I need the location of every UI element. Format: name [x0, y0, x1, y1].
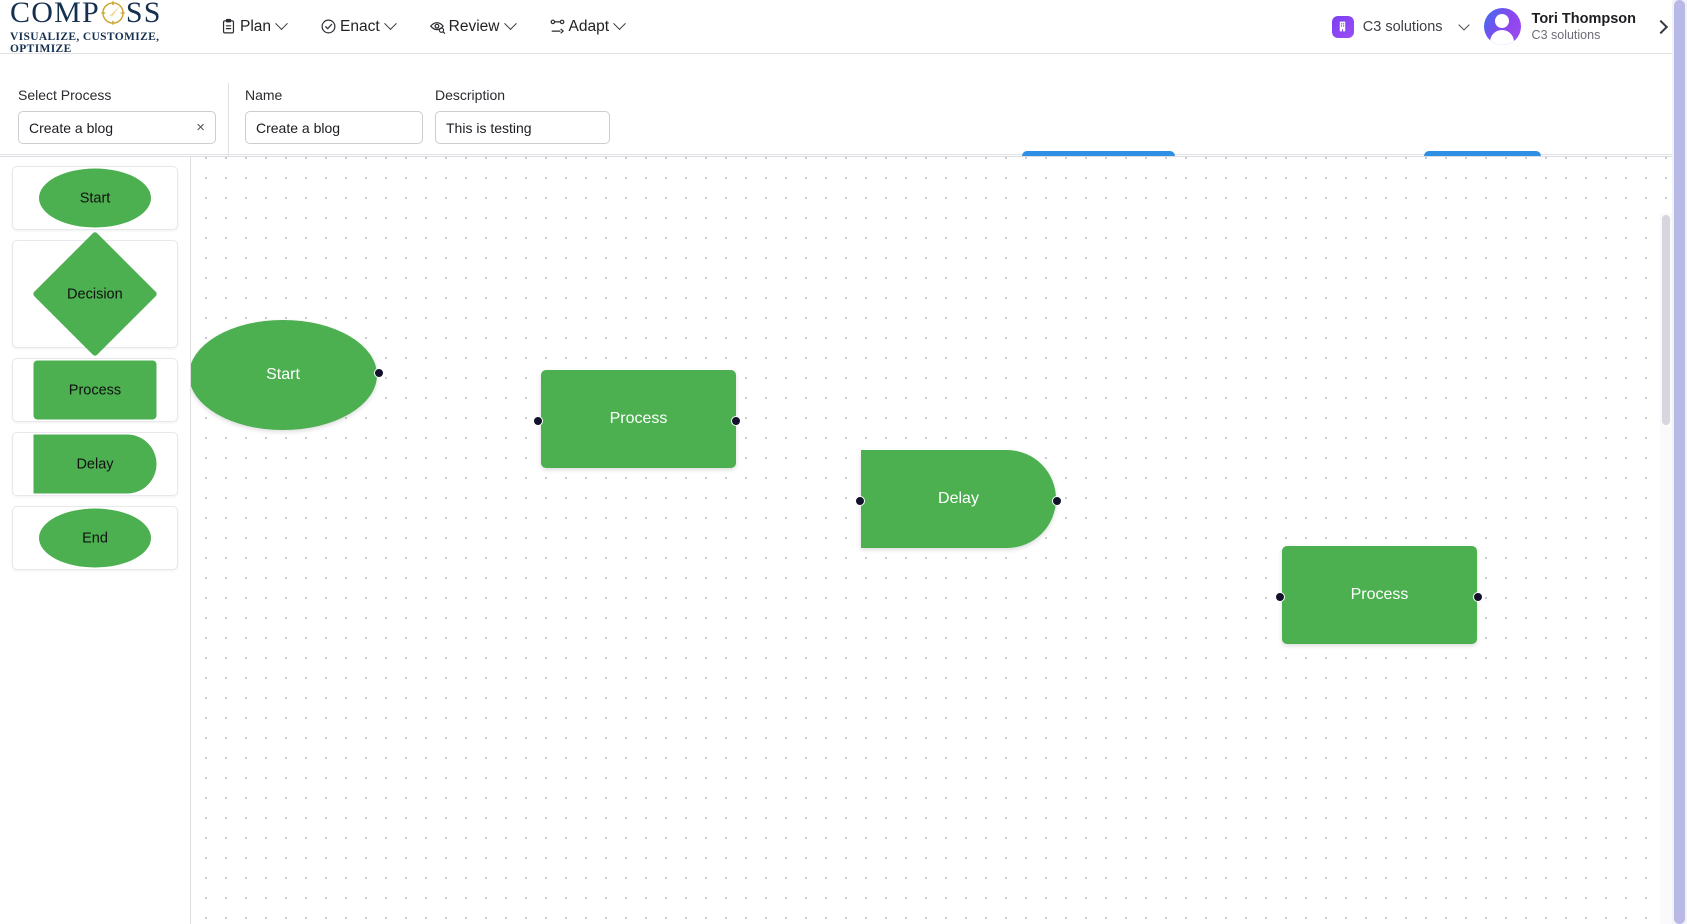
delay-shape: Delay [33, 434, 157, 494]
brand-word-right: SS [125, 0, 162, 29]
process-shape: Process [33, 360, 157, 420]
user-name-label: Tori Thompson [1531, 10, 1636, 27]
canvas-node-process-1[interactable]: Process [541, 370, 736, 468]
avatar-body [1490, 30, 1515, 45]
clear-icon[interactable]: × [196, 119, 205, 136]
chevron-down-icon [503, 17, 517, 31]
palette-shape-wrap: End [39, 508, 151, 568]
palette-item-delay[interactable]: Delay [12, 432, 178, 496]
canvas-node-process-2[interactable]: Process [1282, 546, 1477, 644]
name-label: Name [245, 87, 283, 103]
connection-handle-process2-out[interactable] [1473, 592, 1483, 602]
user-avatar[interactable] [1483, 8, 1521, 45]
canvas-node-start[interactable]: Start [191, 320, 377, 430]
brand-tagline: VISUALIZE, CUSTOMIZE, OPTIMIZE [10, 31, 160, 55]
palette-label-end: End [82, 530, 108, 546]
toolbar-divider [228, 83, 229, 165]
page-vertical-scrollbar[interactable] [1672, 0, 1687, 924]
canvas-vertical-scrollbar[interactable] [1660, 213, 1672, 924]
nav-label-adapt: Adapt [568, 17, 610, 35]
palette-shape-wrap: Process [33, 360, 157, 420]
clipboard-icon [220, 18, 237, 35]
main-nav: Plan Enact [220, 17, 626, 36]
canvas-node-label: Start [266, 366, 300, 383]
nav-label-plan: Plan [240, 17, 272, 35]
description-input[interactable]: This is testing [435, 111, 610, 144]
start-shape: Start [39, 168, 151, 228]
brand-wordmark: COMP SS [10, 0, 212, 28]
connection-handle-start-out[interactable] [374, 368, 384, 378]
page-scroll-thumb[interactable] [1674, 0, 1685, 924]
name-group: Name Create a blog [245, 87, 423, 144]
chevron-down-icon [1457, 19, 1470, 31]
connection-handle-process1-out[interactable] [731, 416, 741, 426]
palette-item-decision[interactable]: Decision [12, 231, 178, 357]
shape-palette: Start Decision Process [0, 157, 191, 924]
org-switcher[interactable]: C3 solutions [1331, 15, 1484, 38]
description-value: This is testing [446, 119, 532, 136]
header-account-area: C3 solutions Tori Thompson C3 solutions [1331, 8, 1672, 45]
connection-handle-process2-in[interactable] [1275, 592, 1285, 602]
org-name-label: C3 solutions [1362, 18, 1443, 35]
canvas-node-label: Process [609, 410, 668, 427]
palette-label-delay: Delay [76, 456, 114, 472]
check-circle-icon [320, 18, 337, 35]
nav-item-enact[interactable]: Enact [320, 17, 397, 36]
description-label: Description [435, 87, 506, 103]
palette-item-start[interactable]: Start [12, 166, 178, 230]
app-header: COMP SS VISUALIZE, CUSTOMIZE, OPTIMIZE [0, 0, 1672, 55]
palette-label-decision: Decision [67, 285, 123, 302]
decision-shape: Decision [32, 231, 158, 357]
palette-item-end[interactable]: End [12, 506, 178, 570]
palette-label-start: Start [79, 190, 111, 206]
palette-item-process[interactable]: Process [12, 358, 178, 422]
select-process-label: Select Process [18, 87, 112, 103]
nav-item-review[interactable]: Review [429, 17, 517, 36]
select-process-value: Create a blog [29, 119, 114, 136]
connection-handle-process1-in[interactable] [533, 416, 543, 426]
chevron-down-icon [613, 17, 626, 31]
nav-label-review: Review [448, 17, 500, 35]
brand-logo[interactable]: COMP SS VISUALIZE, CUSTOMIZE, OPTIMIZE [0, 0, 212, 55]
chevron-right-icon[interactable] [1653, 19, 1669, 34]
palette-shape-wrap: Delay [33, 434, 157, 494]
connection-handle-delay-in[interactable] [855, 496, 865, 506]
palette-label-process: Process [68, 382, 122, 398]
end-shape: End [39, 508, 151, 568]
chevron-down-icon [383, 17, 397, 31]
canvas-scroll-thumb[interactable] [1662, 215, 1670, 425]
select-process-input[interactable]: Create a blog × [18, 111, 216, 144]
description-group: Description This is testing [435, 87, 610, 144]
editor-workspace: Start Decision Process [0, 156, 1672, 924]
user-org-label: C3 solutions [1531, 27, 1601, 42]
name-value: Create a blog [256, 119, 341, 136]
connection-handle-delay-out[interactable] [1052, 496, 1062, 506]
compass-rose-icon [99, 0, 127, 27]
canvas-node-delay[interactable]: Delay [861, 450, 1056, 548]
shuffle-icon [549, 18, 566, 35]
nav-item-plan[interactable]: Plan [220, 17, 288, 36]
select-process-group: Select Process Create a blog × [18, 87, 216, 144]
brand-word-left: COMP [10, 0, 100, 29]
palette-shape-wrap: Start [39, 168, 151, 228]
canvas-node-label: Process [1350, 586, 1409, 603]
user-info[interactable]: Tori Thompson C3 solutions [1532, 10, 1636, 44]
flow-edges [191, 157, 491, 307]
palette-shape-wrap: Decision [32, 231, 158, 357]
name-input[interactable]: Create a blog [245, 111, 423, 144]
nav-item-adapt[interactable]: Adapt [549, 17, 626, 36]
process-toolbar: Select Process Create a blog × Name Crea… [0, 55, 1672, 199]
eye-search-icon [429, 18, 446, 35]
avatar-head [1495, 14, 1510, 28]
building-icon [1331, 15, 1354, 38]
nav-label-enact: Enact [340, 17, 380, 35]
canvas-node-label: Delay [938, 490, 979, 507]
flow-canvas[interactable]: Start Process Delay Process [191, 157, 1672, 924]
chevron-down-icon [275, 17, 288, 31]
